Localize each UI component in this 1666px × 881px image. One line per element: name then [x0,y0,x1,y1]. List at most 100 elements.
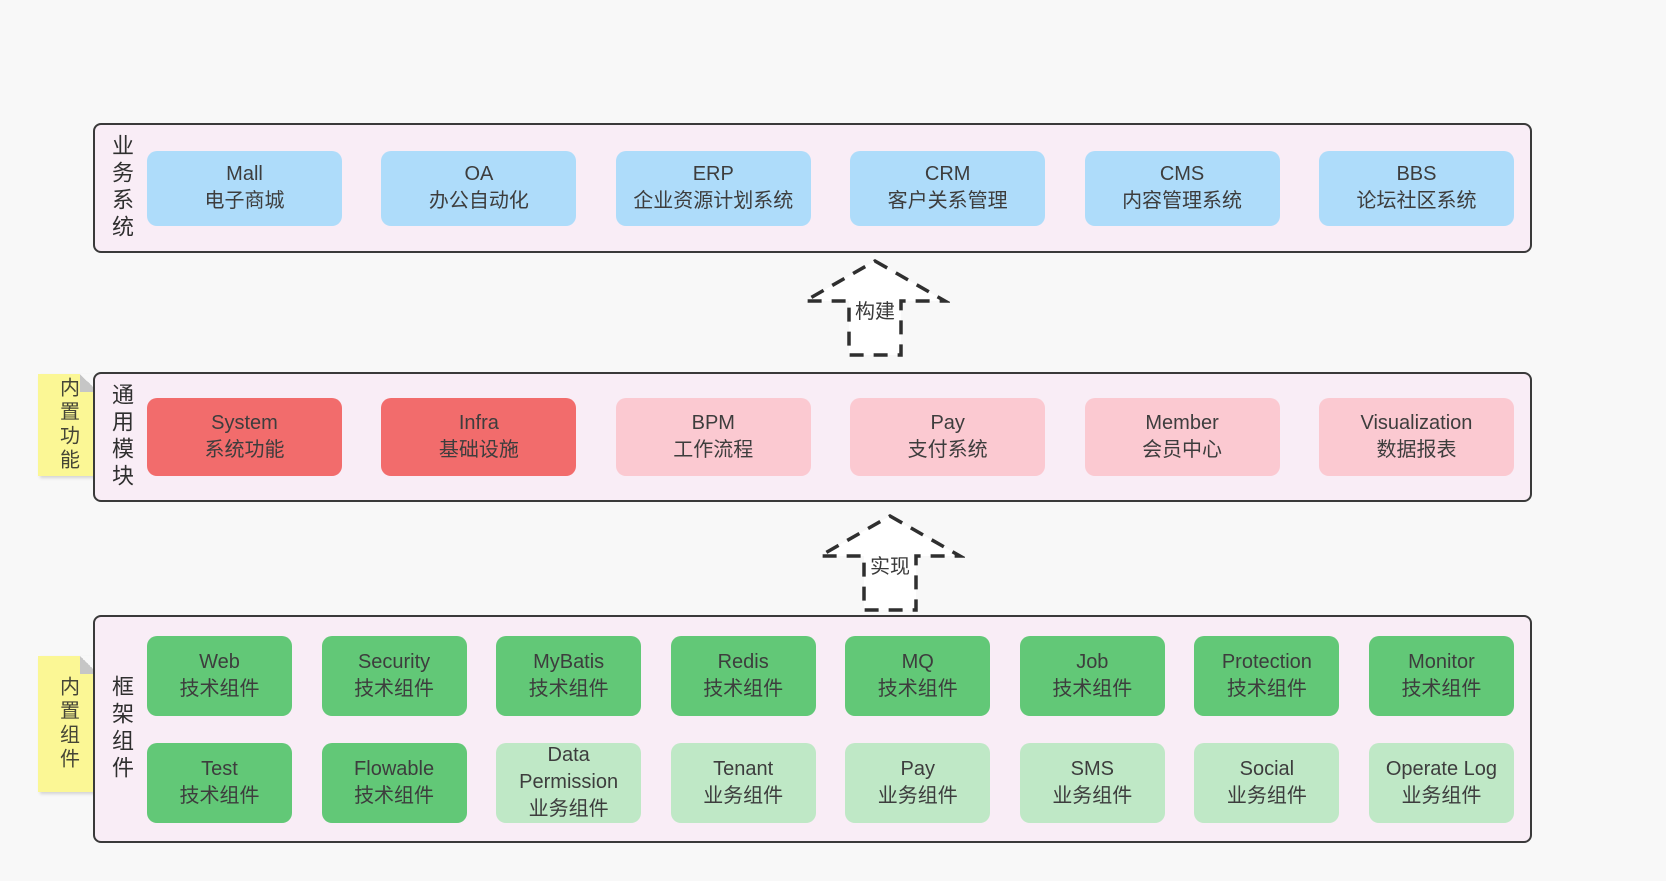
box-subtitle: 技术组件 [528,677,609,700]
band-common-modules: 通用模块 System 系统功能 Infra 基础设施 BPM 工作流程 Pay… [93,372,1532,502]
band-label-framework-components: 框架组件 [109,675,134,783]
band-content: Web 技术组件 Security 技术组件 MyBatis 技术组件 Redi… [147,617,1530,841]
box-oa: OA 办公自动化 [381,150,577,226]
box-security: Security 技术组件 [321,635,467,716]
box-subtitle: 系统功能 [204,439,285,461]
component-row-1: Web 技术组件 Security 技术组件 MyBatis 技术组件 Redi… [147,635,1514,716]
box-subtitle: 业务组件 [703,784,784,807]
box-title: Job [1076,650,1109,673]
box-subtitle: 企业资源计划系统 [633,190,794,212]
band-framework-components: 框架组件 Web 技术组件 Security 技术组件 MyBatis 技术组件… [93,615,1532,843]
box-protection: Protection 技术组件 [1194,635,1340,716]
box-bpm: BPM 工作流程 [615,398,811,476]
box-subtitle: 技术组件 [354,784,435,807]
box-system: System 系统功能 [147,398,342,476]
box-subtitle: 支付系统 [907,439,988,461]
arrow-label-implement: 实现 [866,549,914,580]
arrow-up-build-icon: 构建 [800,258,950,358]
box-infra: Infra 基础设施 [381,398,577,476]
arrow-up-implement-icon: 实现 [815,513,965,613]
sticky-note-text: 内置功能 [56,377,79,473]
box-subtitle: 技术组件 [1401,677,1482,700]
box-member: Member 会员中心 [1084,398,1280,476]
band-business-systems: 业务系统 Mall 电子商城 OA 办公自动化 ERP 企业资源计划系统 CRM… [93,123,1532,253]
box-cms: CMS 内容管理系统 [1084,150,1280,226]
band-label-wrap: 通用模块 [95,374,147,500]
box-subtitle: 业务组件 [528,798,609,820]
box-social: Social 业务组件 [1194,742,1340,823]
box-operate-log: Operate Log 业务组件 [1368,742,1514,823]
box-title: BBS [1396,163,1437,185]
component-row-2: Test 技术组件 Flowable 技术组件 Data Permission … [147,742,1514,823]
box-title: Test [201,757,238,780]
box-title: Web [199,650,240,673]
box-title: MyBatis [533,650,605,673]
box-title: Visualization [1360,412,1473,434]
box-title: Monitor [1408,650,1475,673]
box-subtitle: 工作流程 [673,439,754,461]
box-subtitle: 技术组件 [354,677,435,700]
box-title: Member [1145,412,1219,434]
box-crm: CRM 客户关系管理 [850,150,1046,226]
box-subtitle: 论坛社区系统 [1356,190,1477,212]
box-pay-business: Pay 业务组件 [845,742,991,823]
box-bbs: BBS 论坛社区系统 [1318,150,1514,226]
box-pay: Pay 支付系统 [850,398,1046,476]
box-subtitle: 基础设施 [438,439,519,461]
box-title: Infra [458,412,499,434]
box-subtitle: 业务组件 [877,784,958,807]
box-title: MQ [901,650,934,673]
band-label-wrap: 业务系统 [95,125,147,251]
box-data-permission: Data Permission 业务组件 [496,742,642,823]
box-subtitle: 技术组件 [1052,677,1133,700]
box-title: CRM [924,163,971,185]
box-title: Security [357,650,431,673]
box-mq: MQ 技术组件 [845,635,991,716]
band-label-business-systems: 业务系统 [109,134,134,242]
box-title: SMS [1070,757,1114,780]
box-title: Mall [226,163,263,185]
box-subtitle: 数据报表 [1376,439,1457,461]
box-erp: ERP 企业资源计划系统 [615,150,811,226]
box-title: Pay [900,757,935,780]
box-web: Web 技术组件 [147,635,292,716]
box-job: Job 技术组件 [1019,635,1165,716]
box-mall: Mall 电子商城 [147,150,342,226]
band-label-wrap: 框架组件 [95,617,147,841]
box-monitor: Monitor 技术组件 [1368,635,1514,716]
box-mybatis: MyBatis 技术组件 [496,635,642,716]
box-subtitle: 技术组件 [877,677,958,700]
box-subtitle: 办公自动化 [428,190,529,212]
box-subtitle: 电子商城 [204,190,285,212]
sticky-note-built-in-components: 内置组件 [38,656,98,792]
box-title: Social [1239,757,1295,780]
box-title: Flowable [354,757,435,780]
sticky-note-built-in-features: 内置功能 [38,374,98,476]
box-title: Data Permission [519,744,619,793]
box-title: Tenant [713,757,774,780]
box-test: Test 技术组件 [147,742,292,823]
box-subtitle: 技术组件 [179,784,260,807]
box-subtitle: 业务组件 [1052,784,1133,807]
box-title: Protection [1221,650,1312,673]
box-tenant: Tenant 业务组件 [670,742,816,823]
box-title: System [211,412,278,434]
sticky-note-text: 内置组件 [56,676,79,772]
box-visualization: Visualization 数据报表 [1318,398,1514,476]
box-subtitle: 业务组件 [1401,784,1482,807]
box-subtitle: 会员中心 [1142,439,1223,461]
box-subtitle: 技术组件 [703,677,784,700]
box-title: OA [464,163,494,185]
box-subtitle: 技术组件 [179,677,260,700]
box-redis: Redis 技术组件 [670,635,816,716]
box-title: Redis [717,650,769,673]
box-subtitle: 客户关系管理 [887,190,1008,212]
box-sms: SMS 业务组件 [1019,742,1165,823]
box-title: BPM [691,412,735,434]
arrow-label-build: 构建 [851,294,899,325]
box-subtitle: 内容管理系统 [1122,190,1243,212]
box-title: Pay [930,412,965,434]
box-title: CMS [1159,163,1205,185]
box-title: ERP [692,163,734,185]
